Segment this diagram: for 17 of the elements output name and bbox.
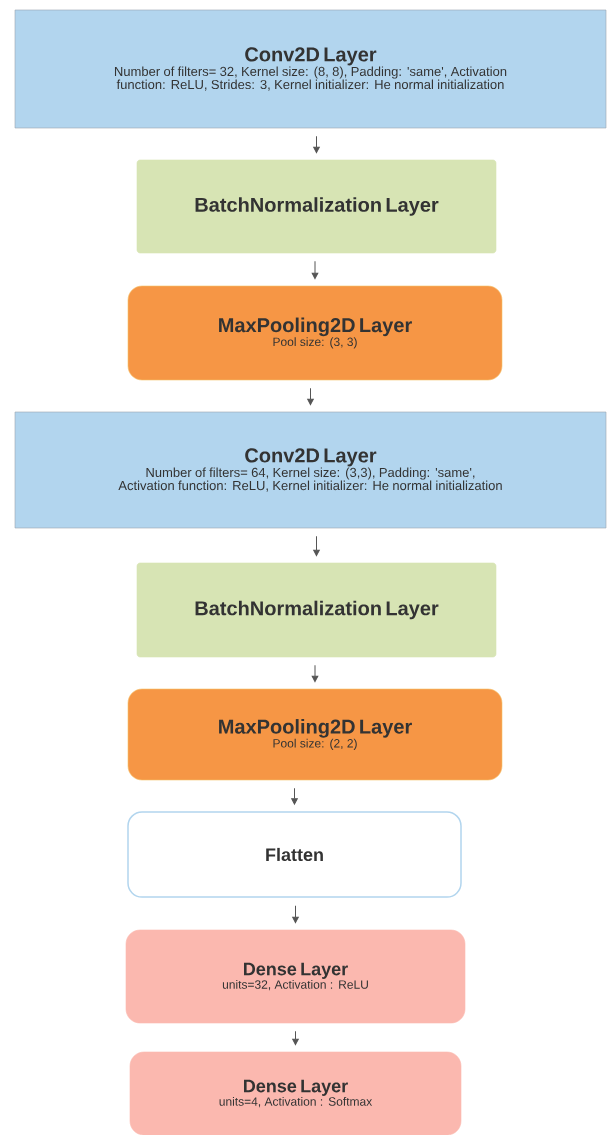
arrow <box>292 1030 299 1046</box>
arrow <box>291 787 298 805</box>
arrow <box>307 387 314 406</box>
arrow <box>313 535 320 557</box>
layer-box: BatchNormalization Layer <box>136 562 497 658</box>
layer-box: Dense Layer units=32, Activation : ReLU <box>125 929 466 1024</box>
layer-box: MaxPooling2D Layer Pool size: (3, 3) <box>127 285 503 381</box>
layer-box: MaxPooling2D Layer Pool size: (2, 2) <box>127 688 503 781</box>
arrow <box>292 905 299 924</box>
layer-box: Dense Layer units=4, Activation : Softmax <box>129 1051 462 1135</box>
layer-box: BatchNormalization Layer <box>136 159 497 254</box>
arrow <box>311 664 319 683</box>
layer-box: Conv2D Layer Number of filters= 32, Kernel size: (8, 8), Padding: 'same', Activation function: ReLU, Strides: 3, Kernel initializer: He normal initialization <box>14 9 607 129</box>
layer-box: Conv2D Layer Number of filters= 64, Kernel size: (3,3), Padding: 'same', Activation function: ReLU, Kernel initializer: He normal initialization <box>14 411 607 529</box>
layer-box: Flatten <box>127 811 462 898</box>
arrow <box>311 260 319 280</box>
arrow <box>313 135 320 154</box>
